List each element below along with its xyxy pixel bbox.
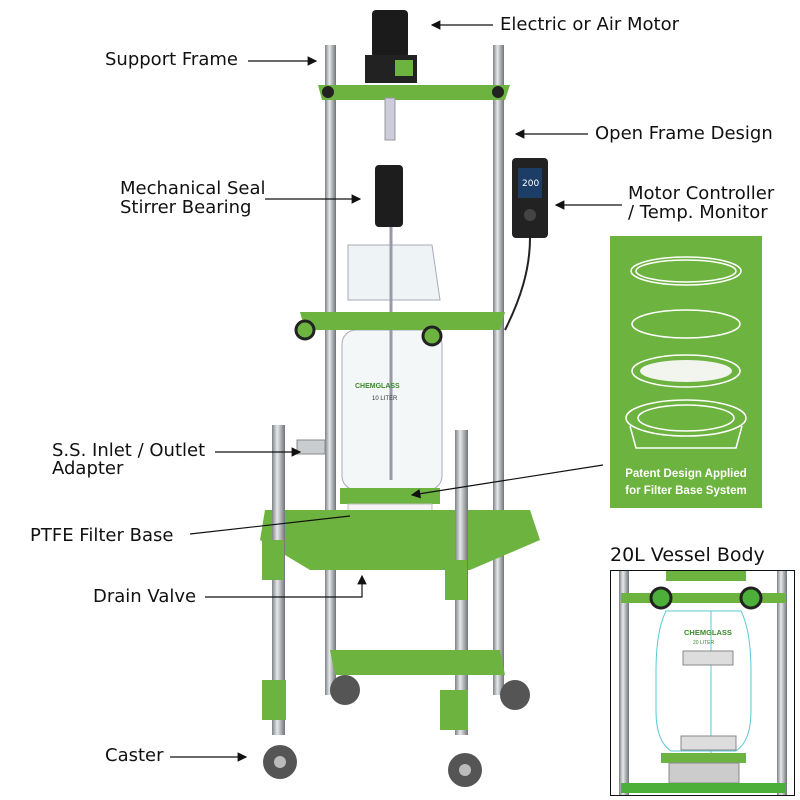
label-motor: Electric or Air Motor	[500, 14, 680, 35]
label-inlet-1: S.S. Inlet / Outlet	[52, 440, 206, 461]
frame-post-left	[325, 45, 336, 695]
vessel-brand: CHEMGLASS	[355, 383, 400, 390]
vessel-20l-inset: CHEMGLASS 20 LITER	[610, 570, 795, 796]
frame-post-right	[493, 45, 504, 695]
label-controller-1: Motor Controller	[628, 183, 775, 204]
label-seal-1: Mechanical Seal	[120, 178, 266, 199]
inset-title: 20L Vessel Body	[610, 544, 765, 566]
callout-lines	[170, 20, 622, 762]
stirrer-bearing	[375, 165, 403, 227]
casters	[263, 675, 530, 787]
vessel-volume: 10 LITER	[372, 396, 398, 402]
vessel-clamp-frame	[300, 312, 505, 330]
glass-vessel: CHEMGLASS 10 LITER	[341, 227, 443, 491]
label-caster: Caster	[105, 745, 164, 766]
label-seal-2: Stirrer Bearing	[120, 197, 252, 218]
inset-volume: 20 LITER	[693, 640, 715, 646]
motor-controller: 200	[504, 158, 548, 331]
label-inlet-2: Adapter	[52, 458, 124, 479]
lower-support-table	[260, 510, 540, 570]
inset-brand: CHEMGLASS	[684, 628, 732, 637]
label-open-frame: Open Frame Design	[595, 123, 773, 144]
top-support-frame	[318, 85, 510, 100]
label-support-frame: Support Frame	[105, 49, 238, 70]
vessel-20l-illustration: CHEMGLASS 20 LITER	[619, 571, 787, 795]
inlet-outlet-adapter	[296, 439, 326, 455]
motor	[365, 10, 417, 141]
filter-exploded-view	[625, 256, 747, 449]
ptfe-filter-base-clamp	[340, 488, 440, 504]
panel-caption-line1: Patent Design Applied	[625, 468, 747, 480]
filter-system-panel: Patent Design Applied for Filter Base Sy…	[610, 236, 762, 508]
panel-caption-line2: for Filter Base System	[625, 485, 747, 497]
label-filter-base: PTFE Filter Base	[30, 525, 174, 546]
label-controller-2: / Temp. Monitor	[628, 202, 768, 223]
label-drain-valve: Drain Valve	[93, 586, 197, 607]
controller-display: 200	[522, 179, 539, 189]
